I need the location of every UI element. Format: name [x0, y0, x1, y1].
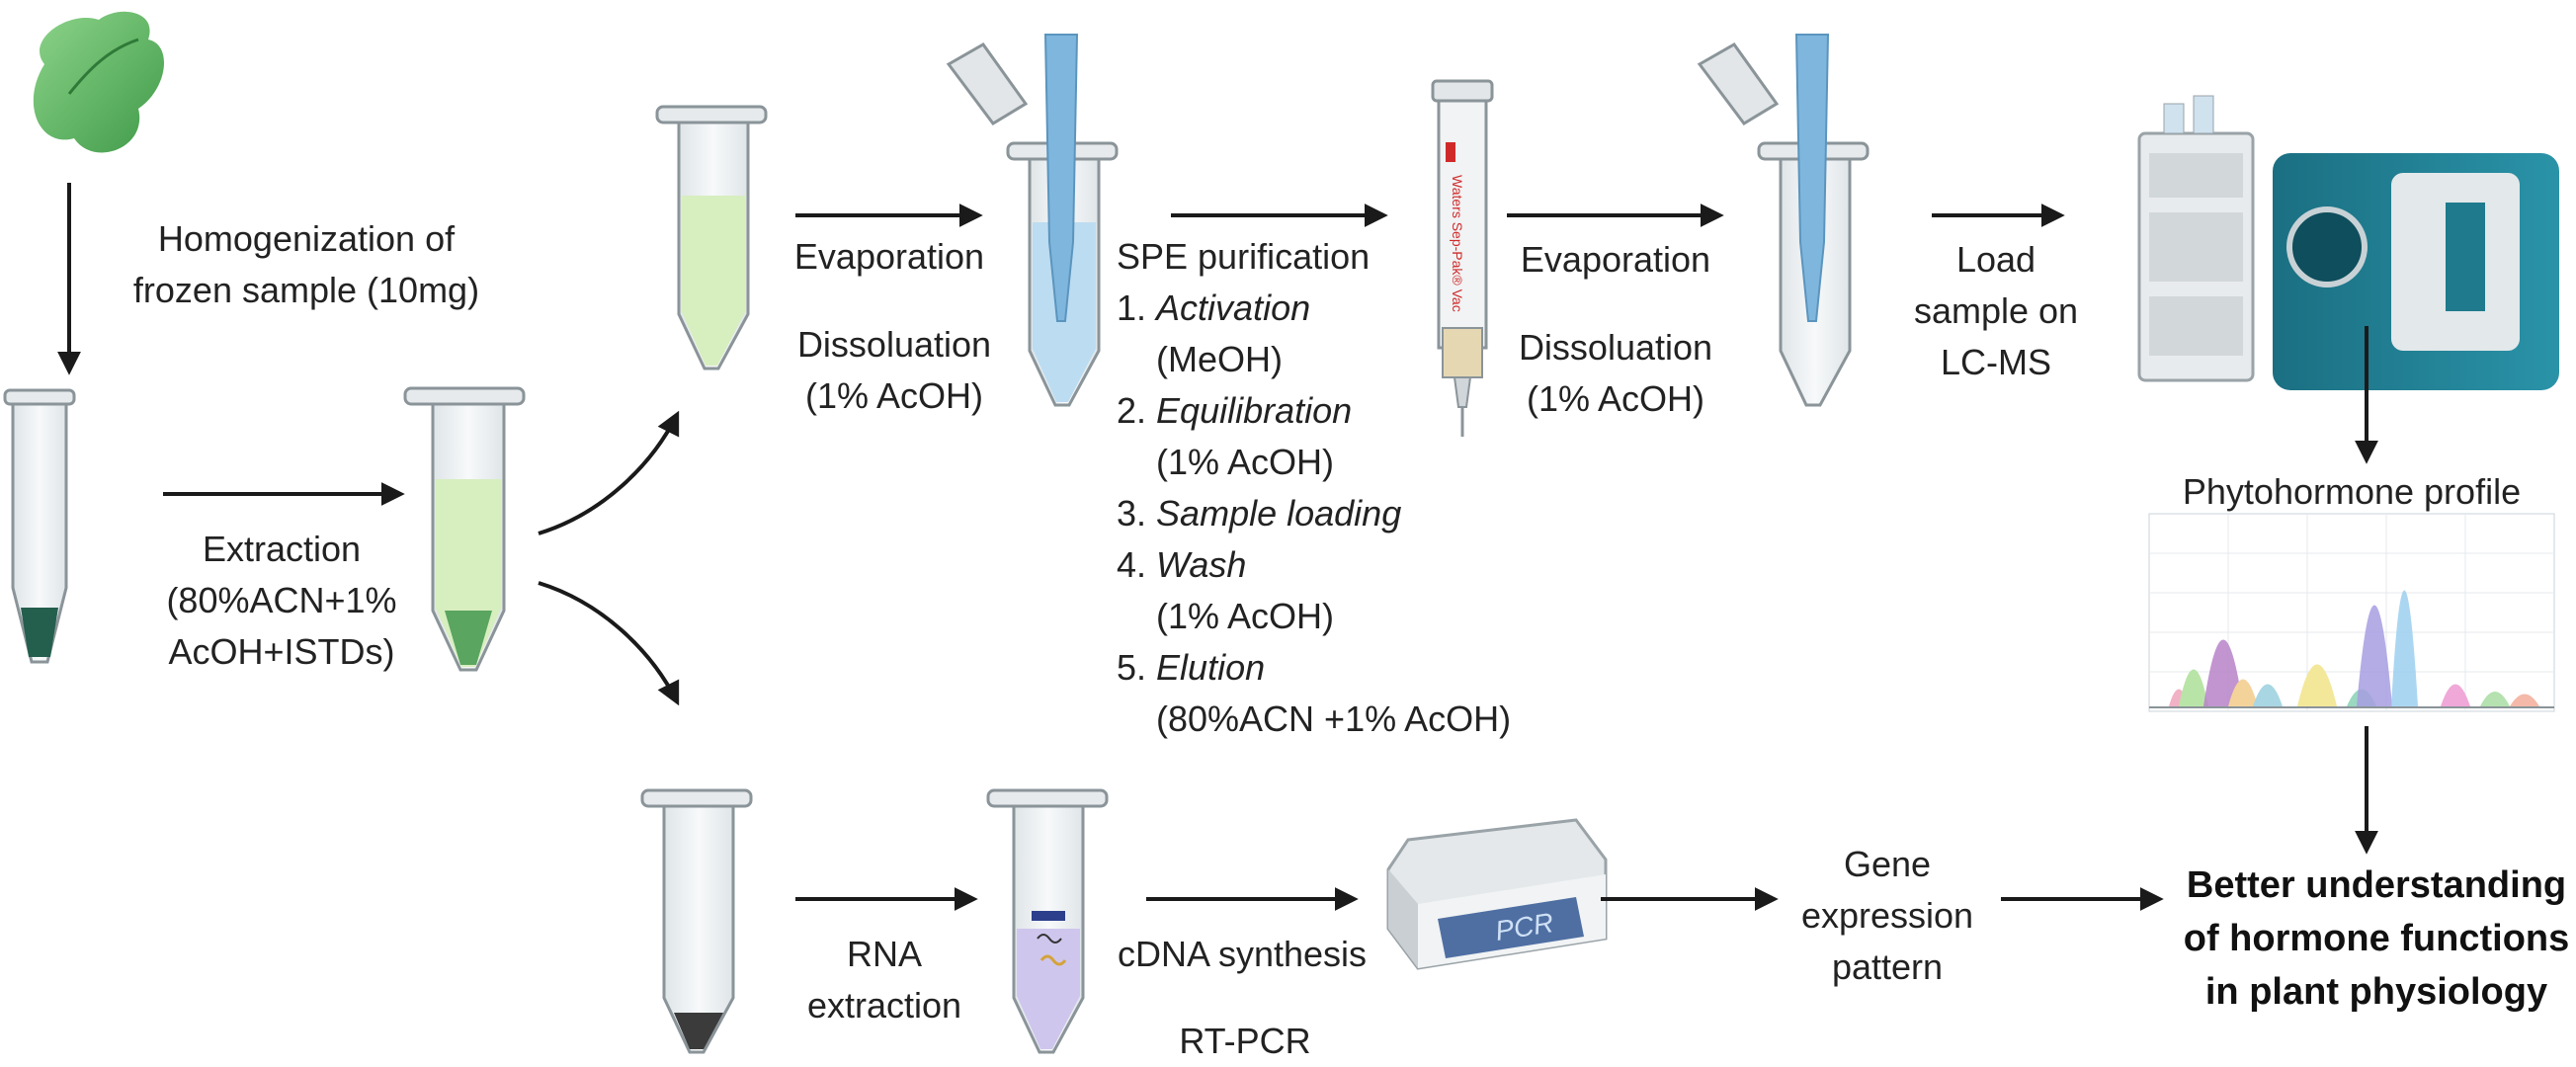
sample-tube-icon: [3, 388, 76, 664]
spe-purification-block: SPE purification 1. Activation (MeOH) 2.…: [1117, 231, 1571, 745]
extraction-label: Extraction (80%ACN+1% AcOH+ISTDs): [166, 529, 397, 672]
lc-ms-instrument-icon: [2137, 95, 2559, 390]
evaporation-2-label: Evaporation: [1520, 239, 1711, 280]
phytohormone-profile-label: Phytohormone profile: [2182, 471, 2522, 512]
dissolution-tube-icon: [946, 34, 1119, 407]
chromatogram-chart: [2148, 513, 2555, 712]
rna-column-tube-icon: [986, 788, 1109, 1054]
spe-title: SPE purification: [1117, 236, 1371, 277]
rt-pcr-label: RT-PCR: [1179, 1021, 1311, 1061]
conclusion-label: Better understanding of hormone function…: [2183, 864, 2570, 1013]
gene-expression-label: Gene expression pattern: [1800, 844, 1974, 987]
arrow-to-hormone-branch: [538, 410, 680, 535]
dissolution-tube-2-icon: [1697, 34, 1870, 407]
cdna-synthesis-label: cDNA synthesis: [1117, 934, 1368, 974]
evaporation-1-label: Evaporation: [793, 236, 985, 277]
arrow-to-rna-branch: [538, 581, 680, 706]
homogenization-label: Homogenization of frozen sample (10mg): [132, 218, 480, 310]
pcr-machine-icon: PCR: [1386, 818, 1608, 970]
plant-leaf-icon: [33, 11, 165, 153]
dissolution-1-label: Dissoluation (1% AcOH): [796, 324, 992, 416]
spe-cartridge-icon: Waters Sep-Pak® Vac: [1431, 79, 1494, 437]
dissolution-2-label: Dissoluation (1% AcOH): [1518, 327, 1713, 419]
supernatant-tube-icon: [655, 105, 768, 370]
rna-extraction-label: RNA extraction: [806, 934, 962, 1026]
cartridge-label: Waters Sep-Pak® Vac: [1450, 175, 1465, 312]
load-sample-label: Load sample on LC-MS: [1913, 239, 2079, 382]
workflow-arrows: [57, 183, 2378, 911]
rna-sample-tube-icon: [640, 788, 753, 1054]
extraction-tube-icon: [403, 386, 526, 672]
